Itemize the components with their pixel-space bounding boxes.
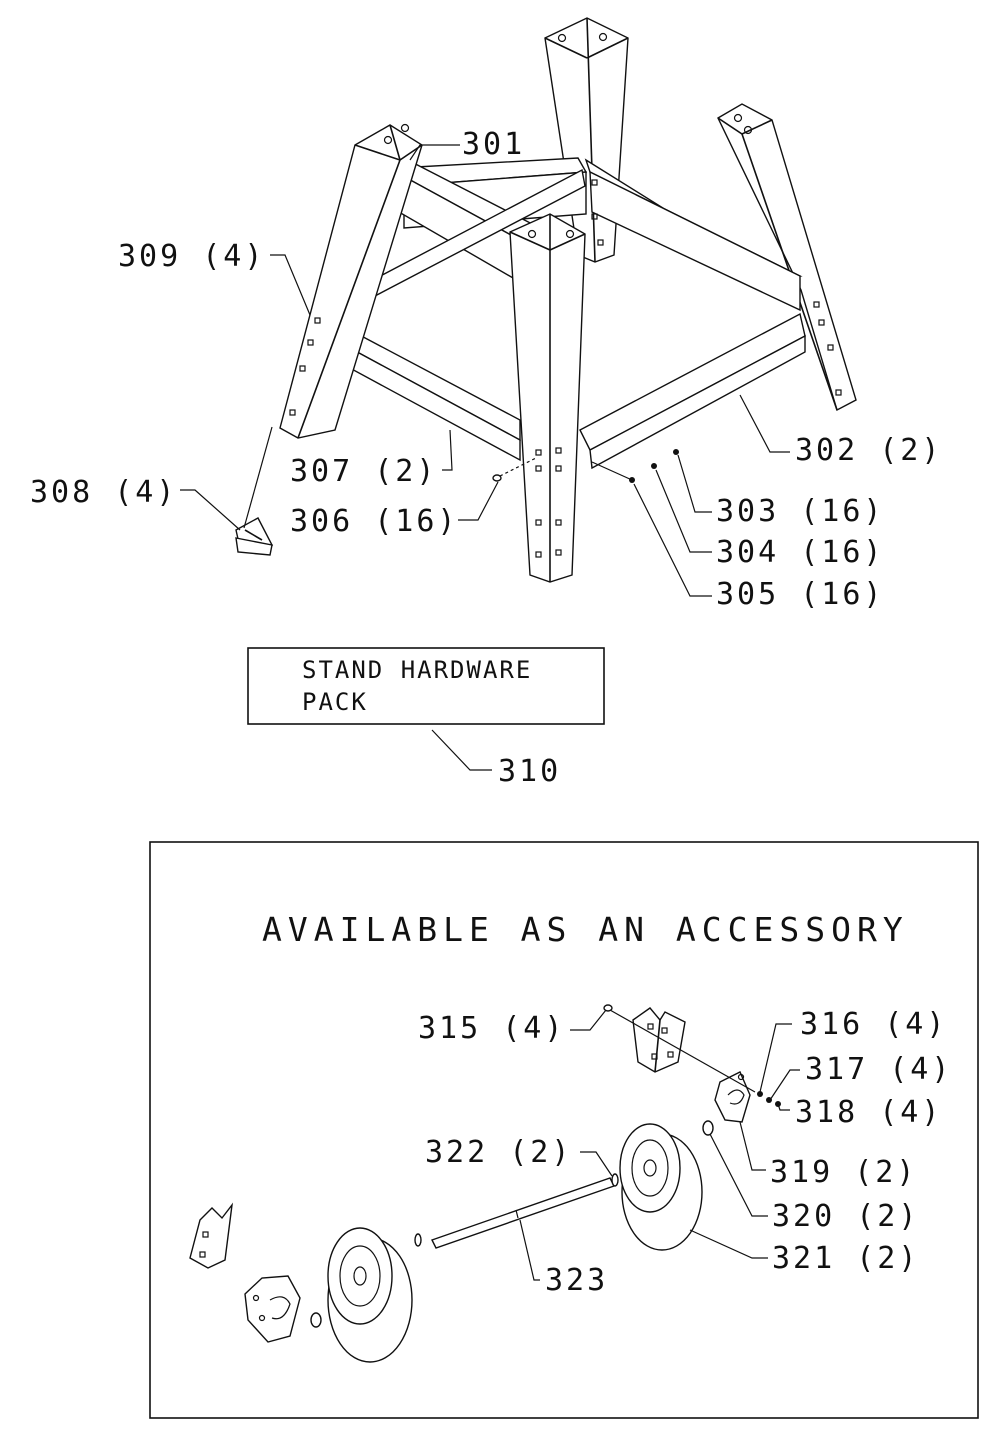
label-part-310: 310: [498, 754, 562, 789]
label-part-302: 302 (2): [795, 433, 943, 468]
foot-308: [235, 517, 274, 556]
label-part-315: 315 (4): [418, 1011, 566, 1046]
label-part-321: 321 (2): [772, 1241, 920, 1276]
label-part-307: 307 (2): [290, 454, 438, 489]
label-part-319: 319 (2): [770, 1155, 918, 1190]
stand-assembly: [180, 17, 857, 597]
hardware-bolt-306: [492, 457, 537, 482]
accessory-leg-lower: [189, 1202, 234, 1269]
label-part-318: 318 (4): [795, 1095, 943, 1130]
label-part-322: 322 (2): [425, 1135, 573, 1170]
caster-plate-lower: [244, 1275, 301, 1343]
label-part-301: 301: [462, 127, 526, 162]
label-part-320: 320 (2): [772, 1199, 920, 1234]
accessory-frame: [149, 841, 979, 1419]
label-part-303: 303 (16): [716, 494, 885, 529]
wheel-321-upper: [619, 1123, 703, 1251]
hardware-pack-line1: STAND HARDWARE: [302, 656, 533, 684]
accessory-title: AVAILABLE AS AN ACCESSORY: [262, 910, 909, 949]
hardware-pack-box: [247, 647, 605, 771]
hardware-pack-line2: PACK: [302, 688, 368, 716]
apron-bottom-left-307: [334, 320, 521, 462]
axle-clips-322: [414, 1173, 619, 1247]
apron-bottom-right-302: [579, 312, 806, 470]
label-part-305: 305 (16): [716, 577, 885, 612]
bolts-315-318: [603, 1004, 781, 1107]
label-part-308: 308 (4): [30, 475, 178, 510]
label-part-306: 306 (16): [290, 504, 459, 539]
axle-323: [431, 1177, 615, 1249]
label-part-304: 304 (16): [716, 535, 885, 570]
leg-front-right: [509, 213, 586, 583]
label-part-309: 309 (4): [118, 239, 266, 274]
washers-320: [310, 1120, 714, 1328]
wheel-lower: [327, 1227, 413, 1363]
label-part-316: 316 (4): [800, 1007, 948, 1042]
label-part-323: 323: [545, 1263, 609, 1298]
apron-top-right: [584, 158, 803, 312]
hardware-washers-303-305: [591, 449, 679, 483]
accessory-leg-upper: [632, 1007, 686, 1073]
label-part-317: 317 (4): [805, 1052, 953, 1087]
leg-front-left-309: [279, 123, 423, 439]
